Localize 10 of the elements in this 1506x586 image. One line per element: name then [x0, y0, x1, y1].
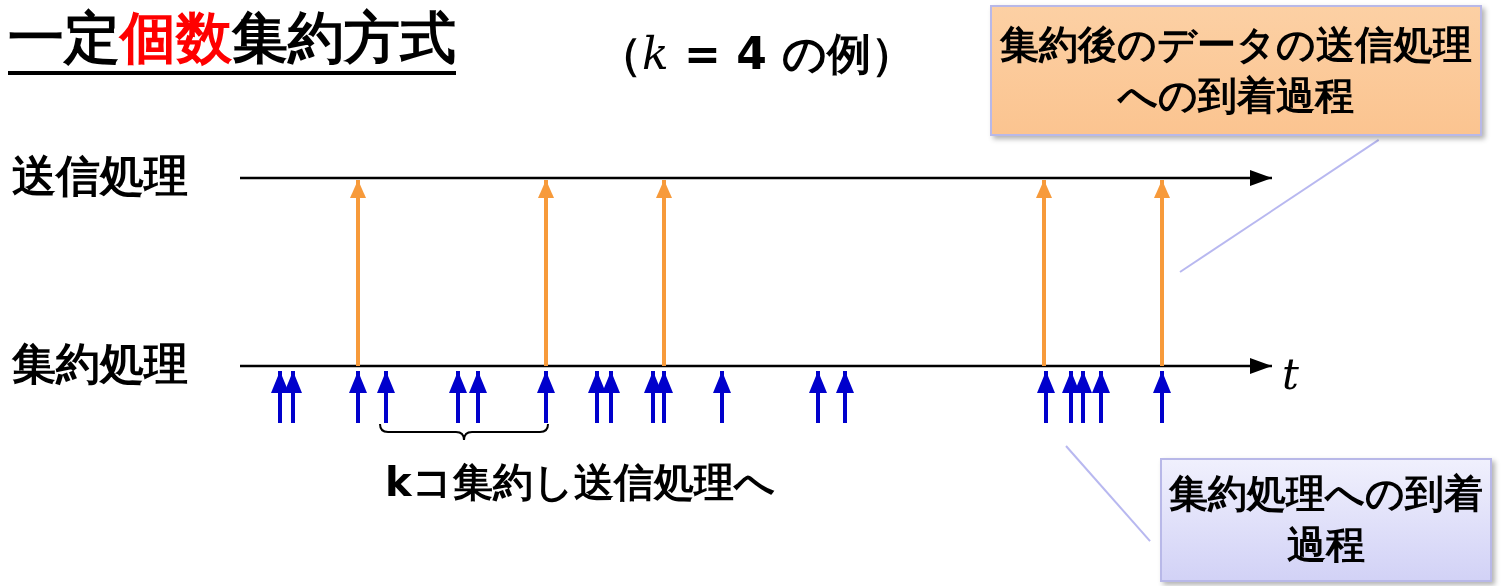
- leader-line: [1179, 138, 1380, 273]
- time-label: t: [1282, 350, 1299, 401]
- brace-label: kコ集約し送信処理へ: [385, 458, 775, 506]
- leader-line: [1065, 445, 1152, 543]
- axis-label: 送信処理: [12, 150, 188, 203]
- axis-label: 集約処理: [12, 338, 188, 391]
- title: 一定個数集約方式: [8, 4, 456, 76]
- callout-box: 集約後のデータの送信処理への到着過程: [990, 5, 1482, 136]
- example-note: （k = 4 の例）: [598, 28, 916, 81]
- callout-box: 集約処理への到着過程: [1160, 458, 1492, 582]
